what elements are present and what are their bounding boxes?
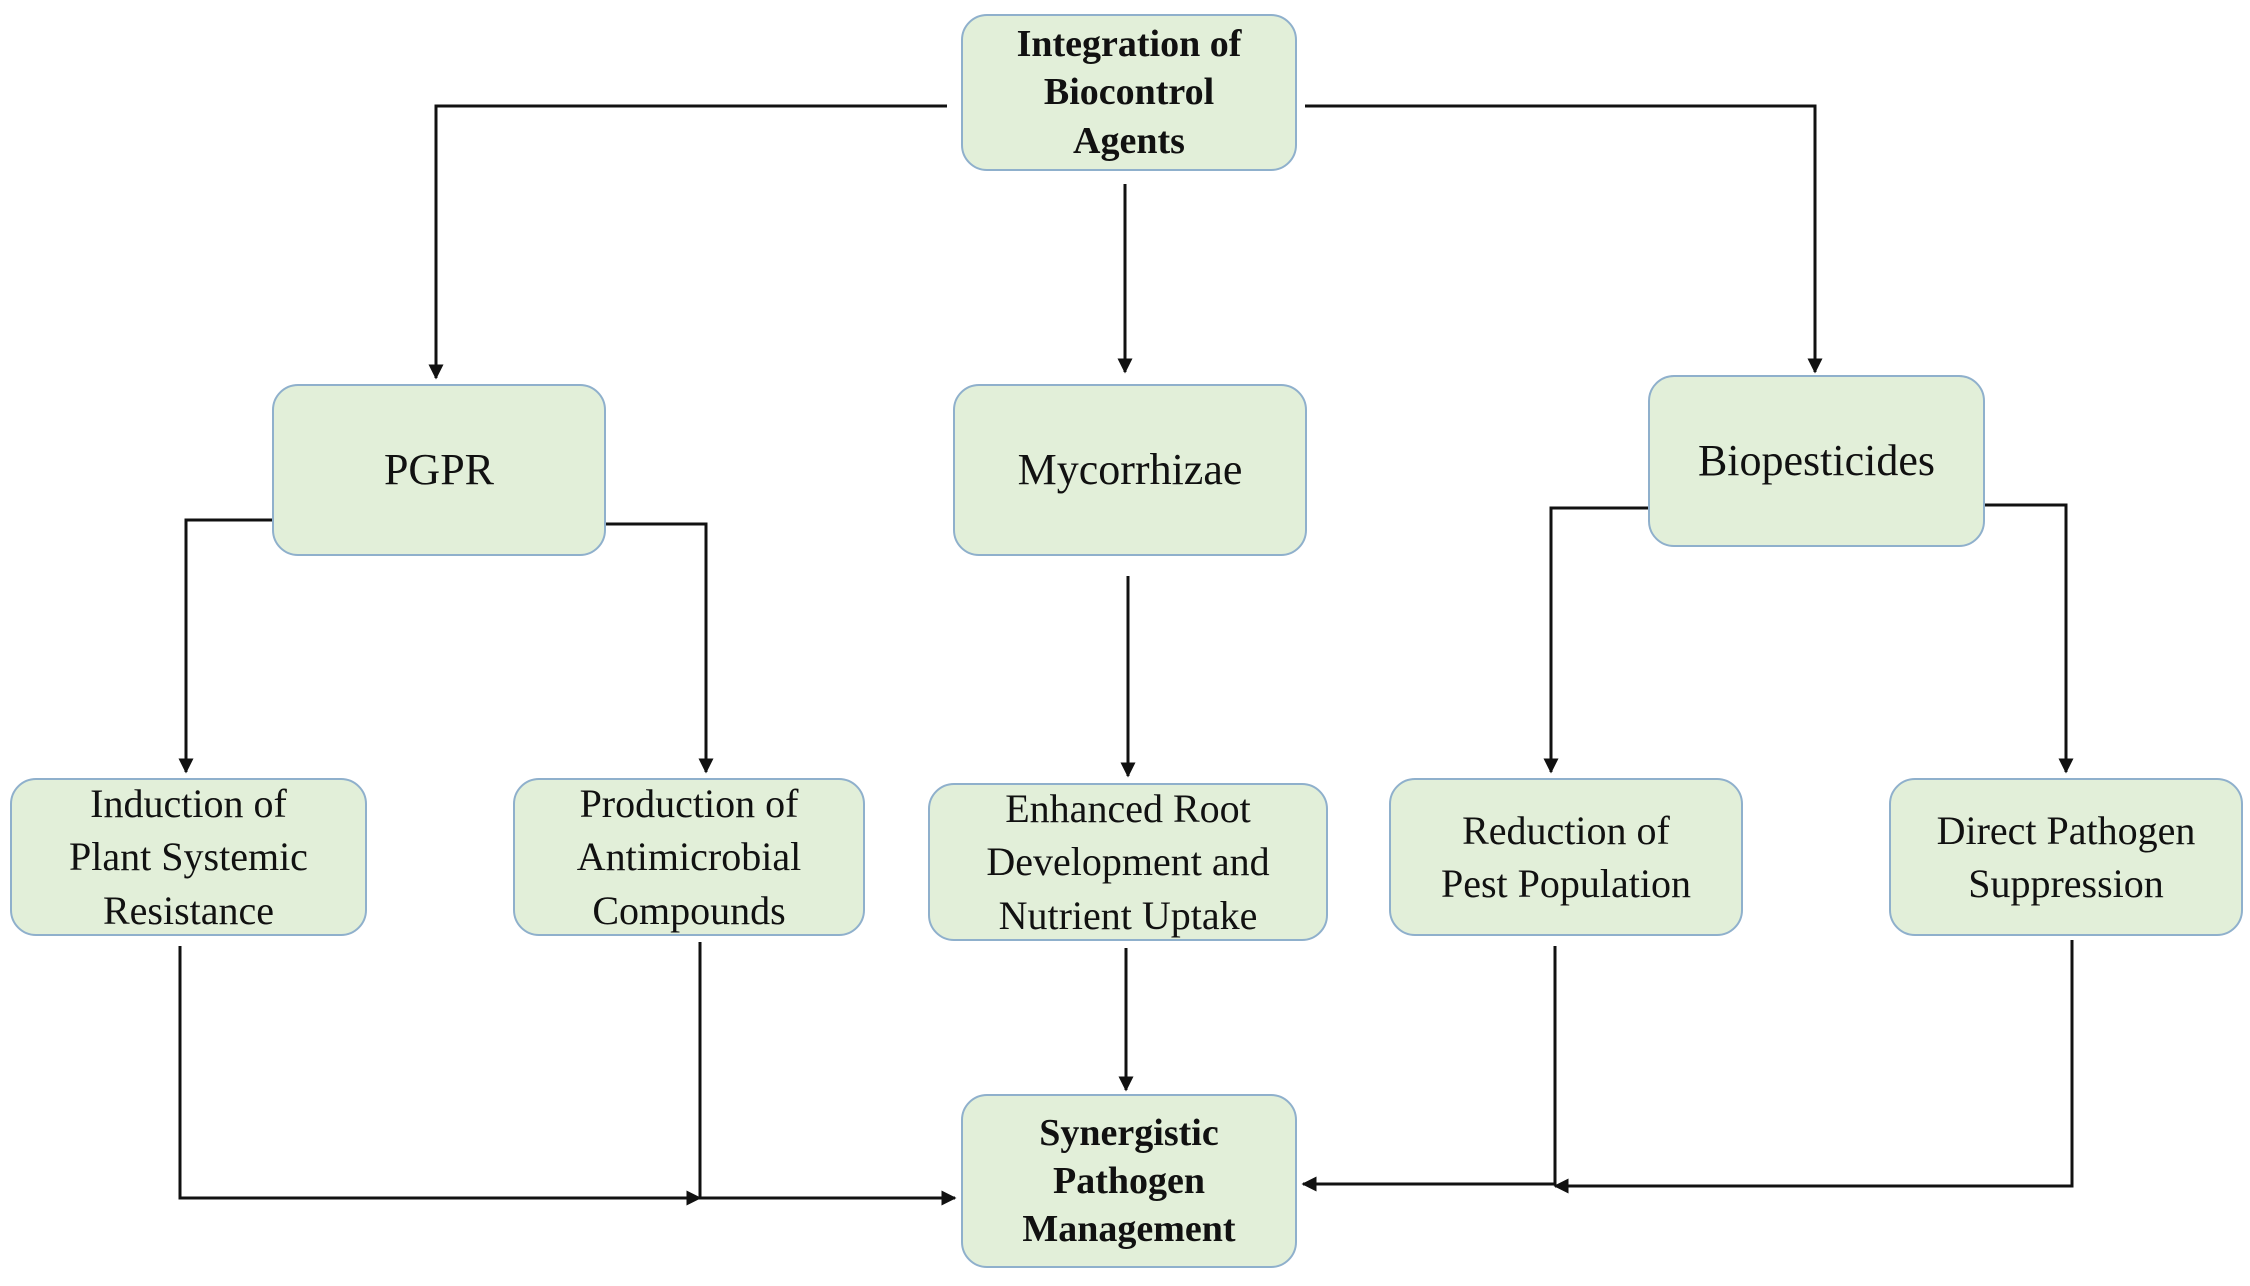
edge-biopesticides-to-pest-reduction <box>1543 506 1648 774</box>
edge-pgpr-to-induction <box>178 518 272 774</box>
edge-root-to-pgpr <box>428 104 947 380</box>
node-label: Biopesticides <box>1697 435 1936 485</box>
node-label: Induction of Plant Systemic Resistance <box>69 781 308 933</box>
node-production-of-antimicrobial-compounds: Production of Antimicrobial Compounds <box>513 778 865 936</box>
node-label: Synergistic Pathogen Management <box>1022 1111 1236 1251</box>
edge-production-to-outcome <box>698 942 957 1206</box>
node-label: Enhanced Root Development and Nutrient U… <box>986 786 1270 938</box>
node-reduction-of-pest-population: Reduction of Pest Population <box>1389 778 1743 936</box>
node-integration-of-biocontrol-agents: Integration of Biocontrol Agents <box>961 14 1297 171</box>
edge-induction-to-outcome <box>178 946 702 1206</box>
edge-root-to-biopesticides <box>1305 104 1823 374</box>
node-mycorrhizae: Mycorrhizae <box>953 384 1307 556</box>
node-label: Mycorrhizae <box>1017 444 1243 494</box>
node-label: Direct Pathogen Suppression <box>1936 807 2196 906</box>
edge-pgpr-to-production <box>606 522 714 774</box>
node-biopesticides: Biopesticides <box>1648 375 1985 547</box>
node-synergistic-pathogen-management: Synergistic Pathogen Management <box>961 1094 1297 1268</box>
node-label: Integration of Biocontrol Agents <box>1016 23 1242 162</box>
node-label: PGPR <box>383 444 495 494</box>
edge-pathogen-suppression-to-outcome <box>1553 940 2074 1194</box>
node-pgpr: PGPR <box>272 384 606 556</box>
node-label: Production of Antimicrobial Compounds <box>576 781 802 933</box>
edge-biopesticides-to-pathogen-suppression <box>1985 503 2074 774</box>
edge-pest-reduction-to-outcome <box>1301 946 1557 1192</box>
node-induction-of-plant-systemic-resistance: Induction of Plant Systemic Resistance <box>10 778 367 936</box>
node-label: Reduction of Pest Population <box>1440 807 1692 906</box>
node-direct-pathogen-suppression: Direct Pathogen Suppression <box>1889 778 2243 936</box>
node-enhanced-root-development: Enhanced Root Development and Nutrient U… <box>928 783 1328 941</box>
